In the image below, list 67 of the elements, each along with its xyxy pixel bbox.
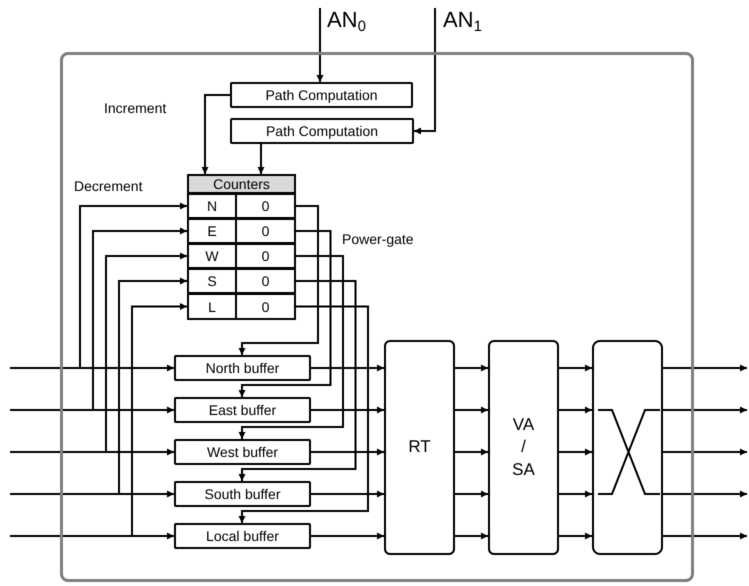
- arrow: [258, 144, 264, 174]
- count-cell: 0: [235, 295, 294, 318]
- arrow: [455, 406, 488, 414]
- arrow: [559, 406, 592, 414]
- input-buffer-box: West buffer: [174, 439, 311, 465]
- arrow: [663, 406, 747, 414]
- arrow: [238, 255, 344, 439]
- arrow: [311, 490, 384, 498]
- arrow: [559, 448, 592, 456]
- arrow: [311, 448, 384, 456]
- input-buffer-box: South buffer: [174, 481, 311, 507]
- port-cell-text: L: [207, 298, 217, 316]
- annotation-label: Decrement: [74, 178, 142, 194]
- counter-row: [187, 218, 296, 244]
- counter-row: [187, 193, 296, 219]
- table-header: Counters: [187, 174, 296, 194]
- input-buffer-box: East buffer: [174, 397, 311, 423]
- arrow: [10, 532, 174, 540]
- arrow: [663, 364, 747, 372]
- input-buffer-box: North buffer: [174, 355, 311, 381]
- arrow: [105, 252, 187, 452]
- crossbar-box: [592, 340, 663, 555]
- arrow: [238, 230, 332, 397]
- arrow: [455, 532, 488, 540]
- arrow: [559, 490, 592, 498]
- arrow: [10, 364, 174, 372]
- port-cell-text: N: [206, 197, 218, 216]
- annotation-label: Increment: [104, 100, 166, 116]
- arrow: [663, 490, 747, 498]
- arrow: [455, 364, 488, 372]
- counter-row: [187, 243, 296, 269]
- arrow: [316, 8, 324, 82]
- signal-name: AN$_{0}$: [327, 7, 366, 35]
- arrow: [414, 8, 436, 134]
- input-buffer-box: Local buffer: [174, 523, 311, 549]
- arrow: [455, 490, 488, 498]
- port-cell-text: S: [206, 272, 218, 291]
- arrow: [238, 205, 319, 355]
- pipeline-stage-box: RT: [384, 340, 455, 555]
- arrow: [455, 448, 488, 456]
- arrow: [238, 306, 369, 523]
- arrow: [79, 202, 187, 368]
- arrow: [559, 532, 592, 540]
- arrow: [238, 280, 356, 481]
- arrow: [311, 364, 384, 372]
- annotation-label: Power-gate: [342, 231, 414, 247]
- counter-row: [187, 268, 296, 294]
- arrow: [559, 364, 592, 372]
- arrow: [92, 228, 187, 410]
- path-computation-box: Path Computation: [230, 118, 414, 144]
- arrow: [10, 406, 174, 414]
- arrow: [663, 448, 747, 456]
- path-computation-box: Path Computation: [230, 82, 413, 108]
- arrow: [10, 448, 174, 456]
- signal-name: AN$_{1}$: [443, 7, 482, 35]
- arrow: [10, 490, 174, 498]
- counter-row: [187, 293, 296, 320]
- port-cell-text: E: [206, 222, 218, 241]
- port-cell-text: W: [204, 247, 220, 266]
- arrow: [131, 303, 187, 536]
- arrow: [118, 278, 187, 494]
- arrow: [311, 406, 384, 414]
- pipeline-stage-box: VA / SA: [488, 340, 559, 555]
- arrow: [311, 532, 384, 540]
- arrow: [663, 532, 747, 540]
- arrow: [202, 94, 230, 174]
- router-frame: [60, 52, 694, 582]
